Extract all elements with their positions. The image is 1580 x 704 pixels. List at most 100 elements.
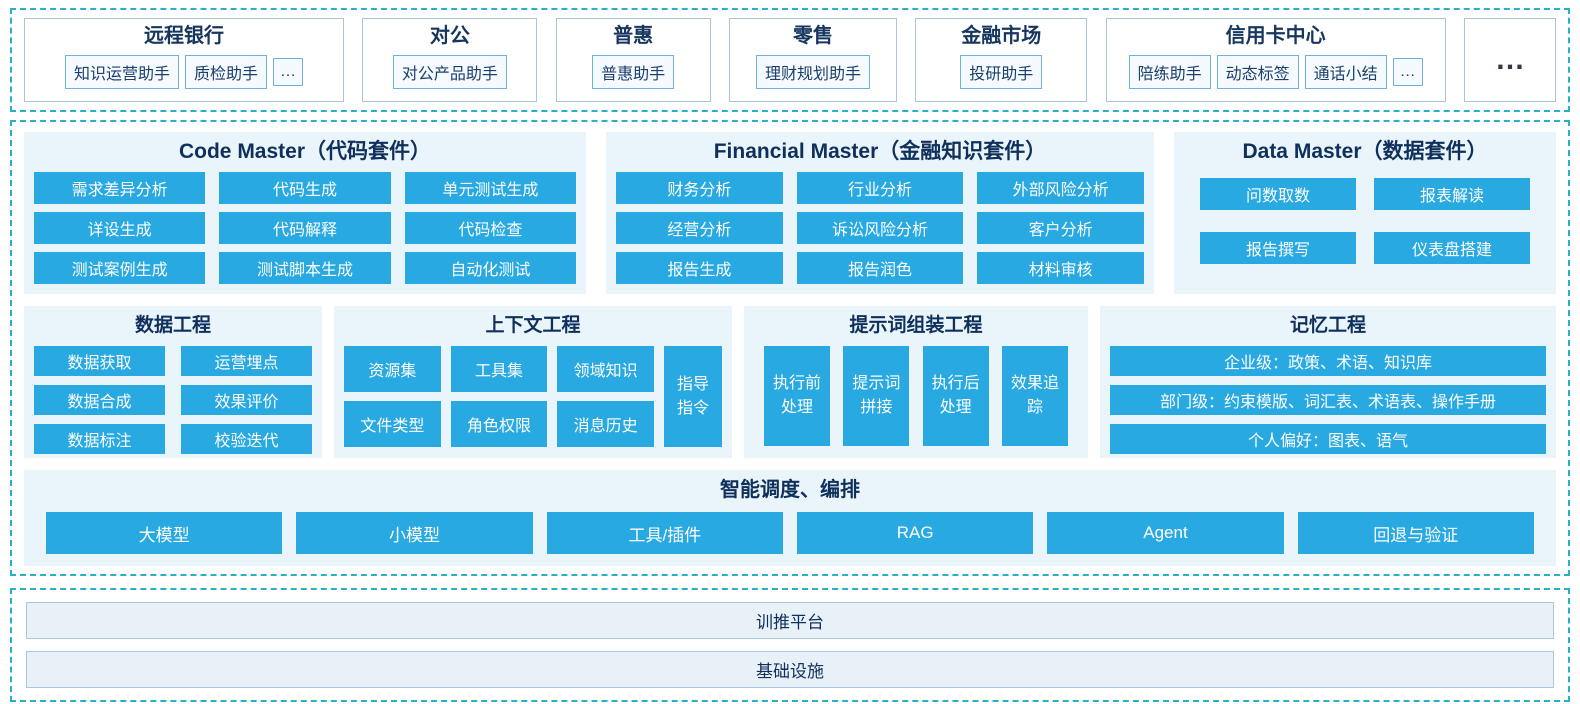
suite-item: 仪表盘搭建 — [1374, 232, 1530, 264]
panel-title: 提示词组装工程 — [849, 315, 983, 336]
engineering-item: 运营埋点 — [181, 346, 312, 376]
panel-title: 上下文工程 — [485, 315, 581, 336]
memory-level-personal: 个人偏好：图表、语气 — [1110, 424, 1546, 454]
platform-band: 训推平台 基础设施 — [10, 588, 1570, 702]
panel-body: 大模型 小模型 工具/插件 RAG Agent 回退与验证 — [34, 512, 1546, 554]
more-groups-box: … — [1463, 18, 1556, 102]
group-items: 投研助手 — [924, 50, 1078, 94]
panel-body: 企业级：政策、术语、知识库 部门级：约束模版、词汇表、术语表、操作手册 个人偏好… — [1110, 346, 1546, 454]
group-corporate: 对公 对公产品助手 — [362, 18, 538, 102]
suite-item: 行业分析 — [796, 172, 964, 204]
group-items: 对公产品助手 — [371, 50, 528, 94]
assistant-chip: 陪练助手 — [1128, 55, 1211, 89]
engineering-item: 效果追踪 — [1001, 346, 1068, 446]
platform-bar-infrastructure: 基础设施 — [26, 651, 1554, 688]
ellipsis-chip: … — [1392, 58, 1423, 86]
group-items: 理财规划助手 — [738, 50, 888, 94]
suite-data-master: Data Master（数据套件） 问数取数 报表解读 报告撰写 仪表盘搭建 — [1174, 132, 1556, 294]
engineering-item: 数据合成 — [34, 385, 165, 415]
suite-item: 需求差异分析 — [34, 172, 206, 204]
orchestration-item: 回退与验证 — [1297, 512, 1534, 554]
group-title: 金融市场 — [961, 25, 1042, 47]
engineering-item: 校验迭代 — [181, 424, 312, 454]
panel-title: 智能调度、编排 — [720, 479, 860, 501]
suite-item: 外部风险分析 — [977, 172, 1144, 204]
group-title: 远程银行 — [144, 25, 224, 47]
assistant-chip: 通话小结 — [1304, 55, 1387, 89]
orchestration-item: Agent — [1047, 512, 1284, 554]
suite-item: 自动化测试 — [404, 252, 576, 284]
group-items: 知识运营助手 质检助手 … — [33, 50, 335, 94]
suite-item: 报表解读 — [1374, 178, 1530, 210]
suite-grid: 财务分析 行业分析 外部风险分析 经营分析 诉讼风险分析 客户分析 报告生成 报… — [616, 172, 1144, 284]
suites-row: Code Master（代码套件） 需求差异分析 代码生成 单元测试生成 详设生… — [24, 132, 1556, 294]
group-remote-banking: 远程银行 知识运营助手 质检助手 … — [24, 18, 344, 102]
engineering-item: 数据获取 — [34, 346, 165, 376]
orchestration-item: RAG — [796, 512, 1034, 554]
engineering-item-guidance: 指导指令 — [664, 346, 722, 447]
ellipsis-chip: … — [273, 58, 304, 86]
group-financial-markets: 金融市场 投研助手 — [915, 18, 1088, 102]
engineering-item: 角色权限 — [450, 401, 548, 447]
capability-band: Code Master（代码套件） 需求差异分析 代码生成 单元测试生成 详设生… — [10, 120, 1570, 576]
panel-grid: 资源集 工具集 领域知识 文件类型 角色权限 消息历史 — [344, 346, 654, 447]
group-credit-card-center: 信用卡中心 陪练助手 动态标签 通话小结 … — [1105, 18, 1446, 102]
suite-item: 报告润色 — [796, 252, 964, 284]
panel-title: 数据工程 — [134, 315, 211, 336]
suite-item: 经营分析 — [616, 212, 783, 244]
engineering-item: 消息历史 — [557, 401, 654, 447]
suite-item: 客户分析 — [977, 212, 1144, 244]
suite-item: 诉讼风险分析 — [796, 212, 964, 244]
business-units-band: 远程银行 知识运营助手 质检助手 … 对公 对公产品助手 普惠 普惠助手 零售 … — [10, 8, 1570, 112]
suite-item: 问数取数 — [1200, 178, 1356, 210]
assistant-chip: 投研助手 — [960, 55, 1043, 89]
orchestration-item: 小模型 — [296, 512, 533, 554]
suite-item: 测试案例生成 — [34, 252, 206, 284]
group-title: 普惠 — [613, 25, 654, 47]
panel-data-engineering: 数据工程 数据获取 运营埋点 数据合成 效果评价 数据标注 校验迭代 — [24, 306, 322, 458]
engineering-item: 执行后处理 — [922, 346, 989, 446]
memory-level-department: 部门级：约束模版、词汇表、术语表、操作手册 — [1110, 385, 1546, 415]
engineering-item: 领域知识 — [557, 346, 654, 392]
engineering-item: 文件类型 — [344, 401, 441, 447]
suite-title: Financial Master（金融知识套件） — [713, 140, 1047, 163]
engineering-item: 资源集 — [344, 346, 441, 392]
suite-item: 代码解释 — [219, 212, 391, 244]
assistant-chip: 知识运营助手 — [64, 55, 179, 89]
platform-bar-training-inference: 训推平台 — [26, 602, 1554, 639]
assistant-chip: 普惠助手 — [592, 55, 675, 89]
orchestration-item: 工具/插件 — [546, 512, 783, 554]
panel-body: 资源集 工具集 领域知识 文件类型 角色权限 消息历史 指导指令 — [344, 346, 722, 447]
suite-item: 报告撰写 — [1200, 232, 1356, 264]
suite-item: 报告生成 — [616, 252, 783, 284]
group-title: 零售 — [792, 25, 833, 47]
orchestration-item: 大模型 — [46, 512, 283, 554]
assistant-chip: 质检助手 — [185, 55, 268, 89]
suite-item: 财务分析 — [616, 172, 783, 204]
suite-item: 单元测试生成 — [404, 172, 576, 204]
panel-context-engineering: 上下文工程 资源集 工具集 领域知识 文件类型 角色权限 消息历史 指导指令 — [334, 306, 732, 458]
suite-title: Code Master（代码套件） — [178, 140, 432, 163]
suite-title: Data Master（数据套件） — [1242, 140, 1488, 163]
group-inclusive-finance: 普惠 普惠助手 — [555, 18, 711, 102]
suite-item: 测试脚本生成 — [219, 252, 391, 284]
suite-item: 代码检查 — [404, 212, 576, 244]
panel-grid: 数据获取 运营埋点 数据合成 效果评价 数据标注 校验迭代 — [34, 346, 312, 454]
suite-item: 代码生成 — [219, 172, 391, 204]
group-items: 普惠助手 — [565, 50, 702, 94]
engineering-item: 工具集 — [450, 346, 548, 392]
suite-item: 详设生成 — [34, 212, 206, 244]
engineering-item: 数据标注 — [34, 424, 165, 454]
assistant-chip: 对公产品助手 — [392, 55, 507, 89]
memory-level-enterprise: 企业级：政策、术语、知识库 — [1110, 346, 1546, 376]
engineering-row: 数据工程 数据获取 运营埋点 数据合成 效果评价 数据标注 校验迭代 上下文工程… — [24, 306, 1556, 458]
engineering-item: 提示词拼接 — [843, 346, 910, 446]
group-title: 信用卡中心 — [1225, 25, 1326, 47]
suite-code-master: Code Master（代码套件） 需求差异分析 代码生成 单元测试生成 详设生… — [24, 132, 586, 294]
panel-orchestration: 智能调度、编排 大模型 小模型 工具/插件 RAG Agent 回退与验证 — [24, 470, 1556, 566]
panel-memory-engineering: 记忆工程 企业级：政策、术语、知识库 部门级：约束模版、词汇表、术语表、操作手册… — [1100, 306, 1556, 458]
group-items: 陪练助手 动态标签 通话小结 … — [1115, 50, 1437, 94]
panel-body: 执行前处理 提示词拼接 执行后处理 效果追踪 — [754, 346, 1078, 446]
assistant-chip: 理财规划助手 — [755, 55, 870, 89]
panel-prompt-engineering: 提示词组装工程 执行前处理 提示词拼接 执行后处理 效果追踪 — [744, 306, 1088, 458]
